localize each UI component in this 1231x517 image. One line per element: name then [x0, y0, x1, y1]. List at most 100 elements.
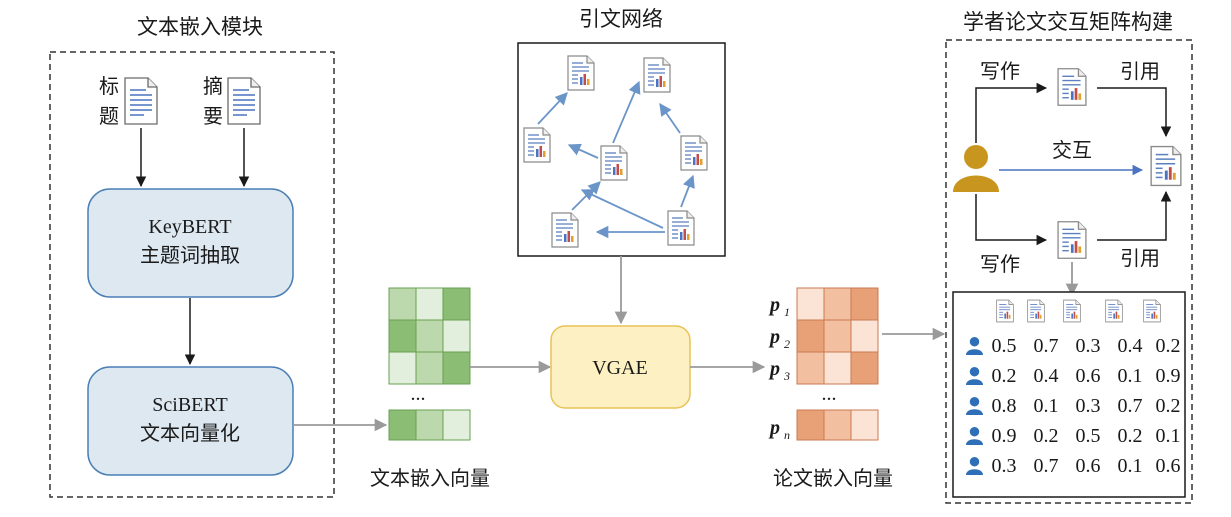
paper-node-icon	[600, 145, 628, 181]
scholar-icon	[953, 145, 999, 192]
paper-node-icon	[523, 127, 551, 163]
paper-node-icon	[643, 57, 671, 93]
cite-bottom-label: 引用	[1120, 246, 1160, 270]
citation-network-title: 引文网络	[579, 7, 663, 31]
matrix-value: 0.6	[1076, 455, 1101, 477]
paper-vector-label: p	[768, 326, 780, 348]
matrix-value: 0.1	[1156, 425, 1181, 447]
paper-embedding-cell	[850, 287, 879, 321]
text-embedding-cell	[388, 319, 417, 353]
paper-vector-label: p	[768, 294, 780, 316]
text-embedding-cell	[388, 287, 417, 321]
cite-top-label: 引用	[1120, 59, 1160, 83]
paper-embedding-cell	[850, 409, 879, 441]
vgae-block: VGAE	[550, 325, 691, 409]
abstract-document-icon	[227, 77, 261, 125]
text-embedding-module: 文本嵌入模块 标 题 摘 要 KeyBERT 主题词抽取 SciBERT 文本向…	[49, 15, 335, 498]
paper-vector-subscript: n	[784, 428, 790, 442]
cite-bottom-arrow	[1097, 190, 1172, 241]
text-embedding-cell	[442, 351, 471, 385]
paper-embedding-cell	[796, 319, 825, 353]
paper-vector-label: p	[768, 417, 780, 439]
paper-node-icon	[680, 135, 708, 171]
text-module-border	[49, 51, 335, 498]
paper-embedding-cell	[796, 351, 825, 385]
text-embedding-label: 文本嵌入向量	[370, 466, 490, 490]
title-label-char-1: 标	[99, 74, 119, 98]
title-document-icon	[124, 77, 158, 125]
text-embedding-last-row	[388, 409, 471, 441]
abstract-label-char-1: 摘	[203, 74, 223, 98]
text-embedding-cell	[415, 287, 444, 321]
paper-embedding-cell	[823, 319, 852, 353]
paper-vector-subscript: 3	[783, 369, 790, 383]
text-embedding-cell	[442, 287, 471, 321]
paper-embedding-cell	[823, 409, 852, 441]
matrix-value: 0.7	[1034, 455, 1059, 477]
text-embedding-cell	[442, 319, 471, 353]
text-embedding-cell	[415, 351, 444, 385]
paper-embedding-ellipsis: ...	[822, 383, 837, 405]
paper-vector-subscript: 2	[784, 337, 790, 351]
text-embedding-cell	[388, 351, 417, 385]
matrix-value: 0.2	[1034, 425, 1059, 447]
text-module-title: 文本嵌入模块	[137, 15, 263, 39]
written-paper-top-icon	[1057, 68, 1087, 106]
interaction-module-border	[945, 39, 1193, 504]
interact-label: 交互	[1052, 138, 1092, 162]
paper-embedding-cell	[823, 351, 852, 385]
matrix-value: 0.3	[1076, 395, 1101, 417]
paper-embedding-cell	[823, 287, 852, 321]
abstract-label-char-2: 要	[203, 104, 223, 128]
matrix-value: 0.2	[1118, 425, 1143, 447]
written-paper-bottom-icon	[1057, 221, 1087, 259]
citation-edge-arrow	[537, 92, 568, 125]
text-embedding-cell	[442, 409, 471, 441]
text-embedding-vectors: ... 文本嵌入向量	[370, 287, 490, 490]
matrix-value: 0.7	[1034, 335, 1059, 357]
matrix-value: 0.6	[1076, 365, 1101, 387]
matrix-value: 0.2	[1156, 335, 1181, 357]
paper-node-icon	[567, 55, 595, 91]
vgae-label: VGAE	[592, 357, 648, 379]
cite-top-arrow	[1097, 87, 1172, 138]
text-embedding-cell	[415, 319, 444, 353]
paper-embedding-cell	[850, 319, 879, 353]
paper-embedding-matrix	[796, 287, 879, 385]
matrix-value: 0.9	[1156, 365, 1181, 387]
matrix-value: 0.1	[1118, 455, 1143, 477]
paper-embedding-cell	[850, 351, 879, 385]
paper-embedding-label: 论文嵌入向量	[773, 466, 893, 490]
matrix-value: 0.3	[992, 455, 1017, 477]
matrix-value: 0.1	[1034, 395, 1059, 417]
matrix-value: 0.1	[1118, 365, 1143, 387]
paper-node-icon	[667, 210, 695, 246]
paper-vector-label: p	[768, 358, 780, 380]
scibert-sublabel: 文本向量化	[140, 421, 240, 445]
text-embedding-matrix	[388, 287, 471, 385]
citation-edge-arrow	[659, 102, 681, 134]
text-embedding-cell	[388, 409, 417, 441]
citation-edge-arrow	[612, 80, 641, 144]
matrix-value: 0.6	[1156, 455, 1181, 477]
matrix-value: 0.8	[992, 395, 1017, 417]
paper-embedding-cell	[796, 409, 825, 441]
matrix-value: 0.3	[1076, 335, 1101, 357]
matrix-value: 0.4	[1118, 335, 1143, 357]
write-bottom-label: 写作	[980, 252, 1020, 276]
matrix-value: 0.5	[1076, 425, 1101, 447]
keybert-sublabel: 主题词抽取	[140, 243, 240, 267]
target-paper-icon	[1150, 145, 1182, 187]
keybert-box	[87, 188, 294, 298]
scibert-label: SciBERT	[152, 394, 227, 416]
citation-edge-arrow	[580, 189, 664, 229]
matrix-value: 0.9	[992, 425, 1017, 447]
paper-vector-subscript: 1	[784, 305, 790, 319]
paper-embedding-cell	[796, 287, 825, 321]
matrix-value: 0.2	[1156, 395, 1181, 417]
